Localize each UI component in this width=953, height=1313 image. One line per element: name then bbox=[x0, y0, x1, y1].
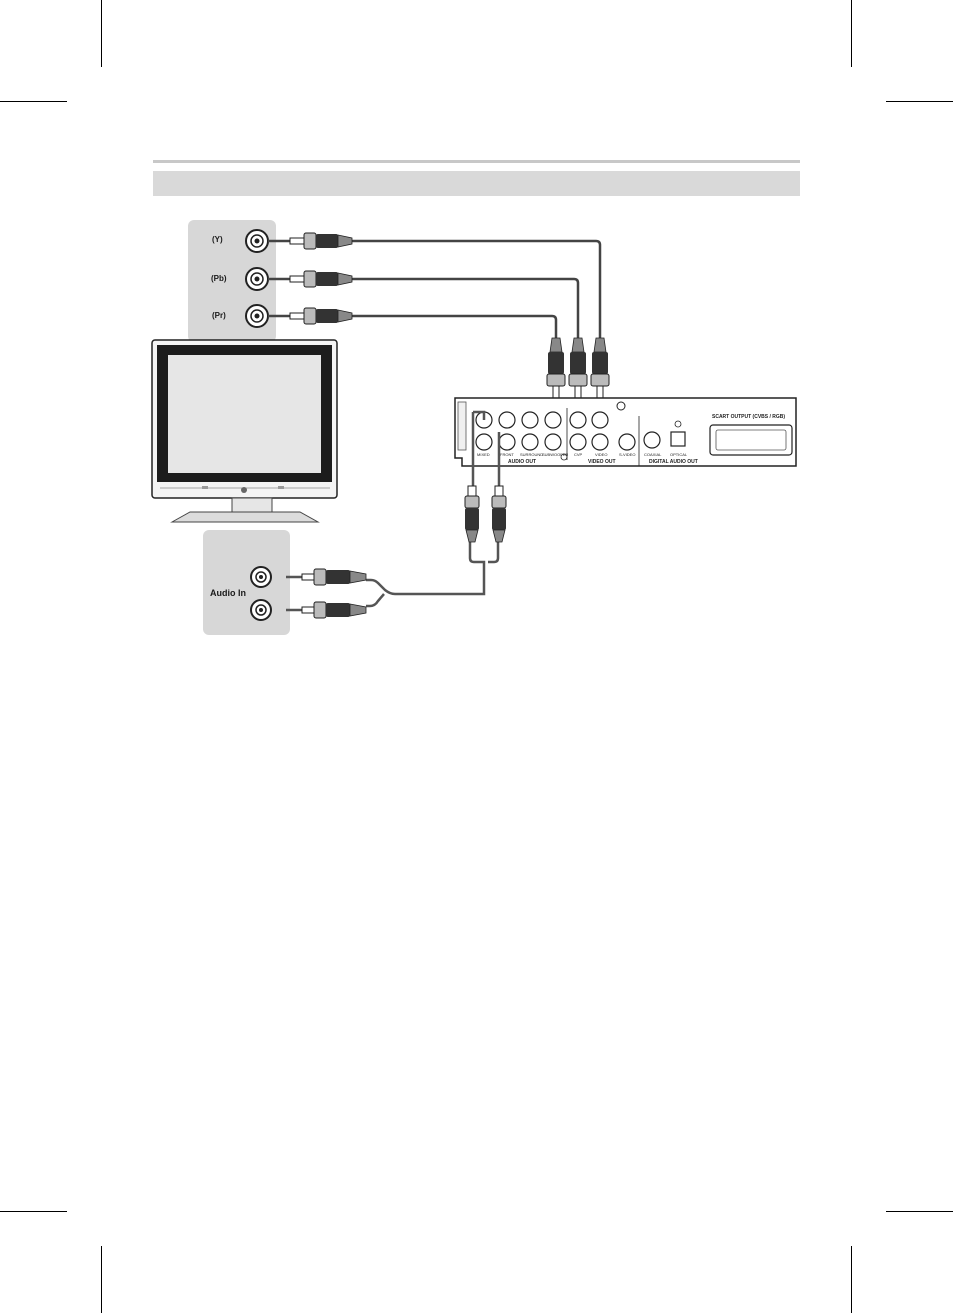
label-audio-in: Audio In bbox=[210, 588, 246, 598]
label-pb: (Pb) bbox=[211, 274, 227, 283]
jack-label-subwoofer: SUBWOOFER bbox=[542, 452, 568, 457]
jack-label-front: FRONT bbox=[500, 452, 514, 457]
rca-plug-player-pb[interactable] bbox=[569, 338, 587, 398]
rca-plug-pr[interactable] bbox=[290, 308, 352, 324]
label-y: (Y) bbox=[212, 235, 223, 244]
rca-plug-audio-r-tv[interactable] bbox=[302, 602, 366, 618]
tv-audio-input-panel bbox=[203, 530, 290, 635]
tv-jack-audio-left[interactable] bbox=[251, 567, 271, 587]
scart-label: SCART OUTPUT (CVBS / RGB) bbox=[712, 414, 785, 420]
dvd-player-rear-panel: SCART OUTPUT (CVBS / RGB) MIXED FRONT SU… bbox=[455, 398, 796, 466]
rca-plug-player-y[interactable] bbox=[591, 338, 609, 398]
video-out-label: VIDEO OUT bbox=[588, 459, 616, 465]
jack-label-video: VIDEO bbox=[595, 452, 607, 457]
tv-set bbox=[152, 340, 337, 522]
tv-jack-y[interactable] bbox=[246, 230, 268, 252]
rca-plug-pb[interactable] bbox=[290, 271, 352, 287]
tv-jack-pr[interactable] bbox=[246, 305, 268, 327]
rca-plug-audio-l-tv[interactable] bbox=[302, 569, 366, 585]
audio-out-label: AUDIO OUT bbox=[508, 459, 536, 465]
jack-label-svideo: S-VIDEO bbox=[619, 452, 635, 457]
jack-label-surround: SURROUND bbox=[520, 452, 543, 457]
tv-jack-audio-right[interactable] bbox=[251, 600, 271, 620]
jack-label-cvp: CVP bbox=[574, 452, 583, 457]
digital-audio-out-label: DIGITAL AUDIO OUT bbox=[649, 459, 698, 465]
component-video-cables bbox=[268, 241, 600, 338]
rca-plug-player-pr[interactable] bbox=[547, 338, 565, 398]
jack-label-coaxial: COAXIAL bbox=[644, 452, 662, 457]
tv-jack-pb[interactable] bbox=[246, 268, 268, 290]
jack-label-mixed: MIXED bbox=[477, 452, 490, 457]
rca-plug-audio-l-player[interactable] bbox=[465, 486, 479, 542]
rca-plug-y[interactable] bbox=[290, 233, 352, 249]
label-pr: (Pr) bbox=[212, 311, 226, 320]
jack-label-optical: OPTICAL bbox=[670, 452, 688, 457]
rca-plug-audio-r-player[interactable] bbox=[492, 486, 506, 542]
